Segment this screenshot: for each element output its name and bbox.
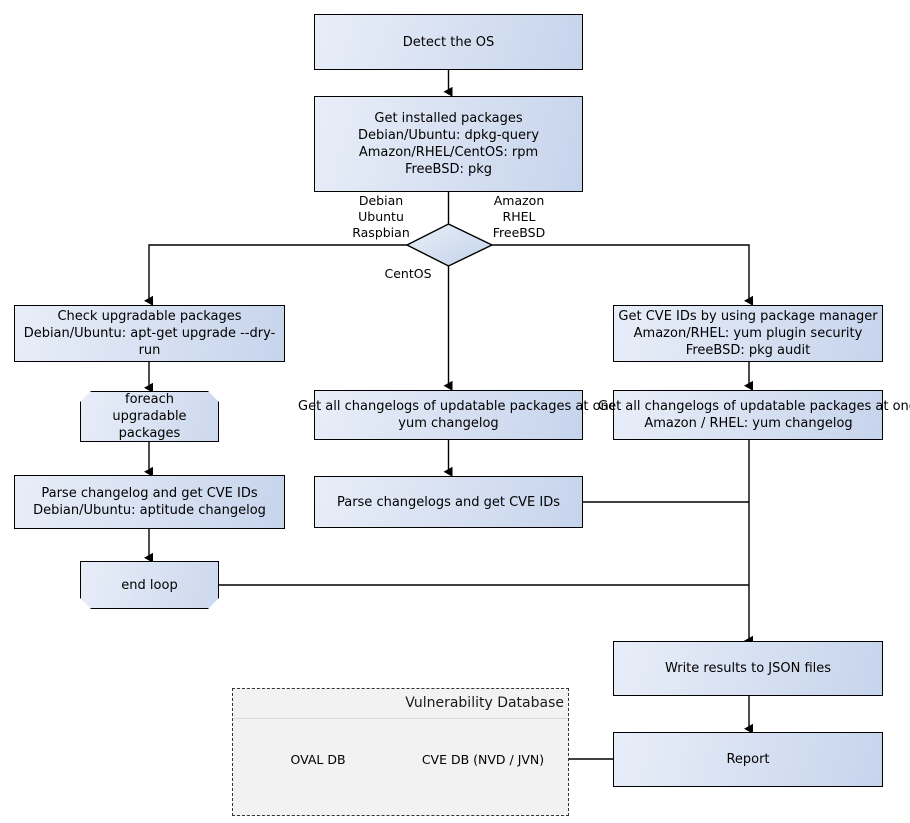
node-foreach-upgradable-packages-label: foreach upgradable packages	[112, 392, 187, 441]
node-end-loop-label: end loop	[121, 577, 178, 593]
oval-db-label: OVAL DB	[290, 752, 346, 767]
node-report[interactable]: Report	[613, 732, 883, 787]
node-get-cve-package-manager[interactable]: Get CVE IDs by using package manager Ama…	[613, 305, 883, 362]
node-report-label: Report	[726, 752, 770, 767]
vulnerability-database-group	[232, 688, 569, 816]
node-get-changelogs-rhel[interactable]	[613, 390, 883, 440]
edge-label-center-branch: CentOS	[384, 266, 432, 281]
vulnerability-database-title: Vulnerability Database	[405, 695, 564, 711]
cve-db-label: CVE DB (NVD / JVN)	[421, 752, 545, 767]
edge-label-left-branch: Debian Ubuntu Raspbian	[352, 193, 410, 240]
node-parse-changelog-debian[interactable]: Parse changelog and get CVE IDs Debian/U…	[14, 475, 285, 529]
node-detect-os[interactable]: Detect the OS	[314, 14, 583, 70]
node-get-changelogs-rhel-label: Get all changelogs of updatable packages…	[598, 399, 910, 431]
node-parse-changelog-debian-label: Parse changelog and get CVE IDs Debian/U…	[33, 486, 266, 518]
node-parse-changelogs-centos[interactable]: Parse changelogs and get CVE IDs	[314, 476, 583, 528]
node-check-upgradable-packages-label: Check upgradable packages Debian/Ubuntu:…	[23, 309, 276, 358]
node-check-upgradable-packages[interactable]: Check upgradable packages Debian/Ubuntu:…	[14, 305, 285, 362]
node-get-cve-package-manager-label: Get CVE IDs by using package manager Ama…	[618, 309, 878, 358]
edge-decision-right	[492, 244, 753, 306]
node-write-results-json-label: Write results to JSON files	[664, 661, 832, 676]
node-get-changelogs-centos[interactable]	[314, 390, 583, 440]
edge-label-right-branch: Amazon RHEL FreeBSD	[492, 193, 546, 240]
node-get-installed-packages[interactable]: Get installed packages Debian/Ubuntu: dp…	[314, 96, 583, 192]
node-get-installed-packages-label: Get installed packages Debian/Ubuntu: dp…	[357, 111, 540, 177]
node-parse-changelogs-centos-label: Parse changelogs and get CVE IDs	[336, 494, 561, 510]
node-detect-os-label: Detect the OS	[402, 34, 495, 50]
group-header-rule	[234, 718, 567, 719]
node-end-loop[interactable]: end loop	[80, 561, 219, 609]
node-get-changelogs-centos-label: Get all changelogs of updatable packages…	[298, 399, 624, 431]
node-write-results-json[interactable]: Write results to JSON files	[613, 641, 883, 696]
node-foreach-upgradable-packages[interactable]: foreach upgradable packages	[80, 391, 219, 442]
